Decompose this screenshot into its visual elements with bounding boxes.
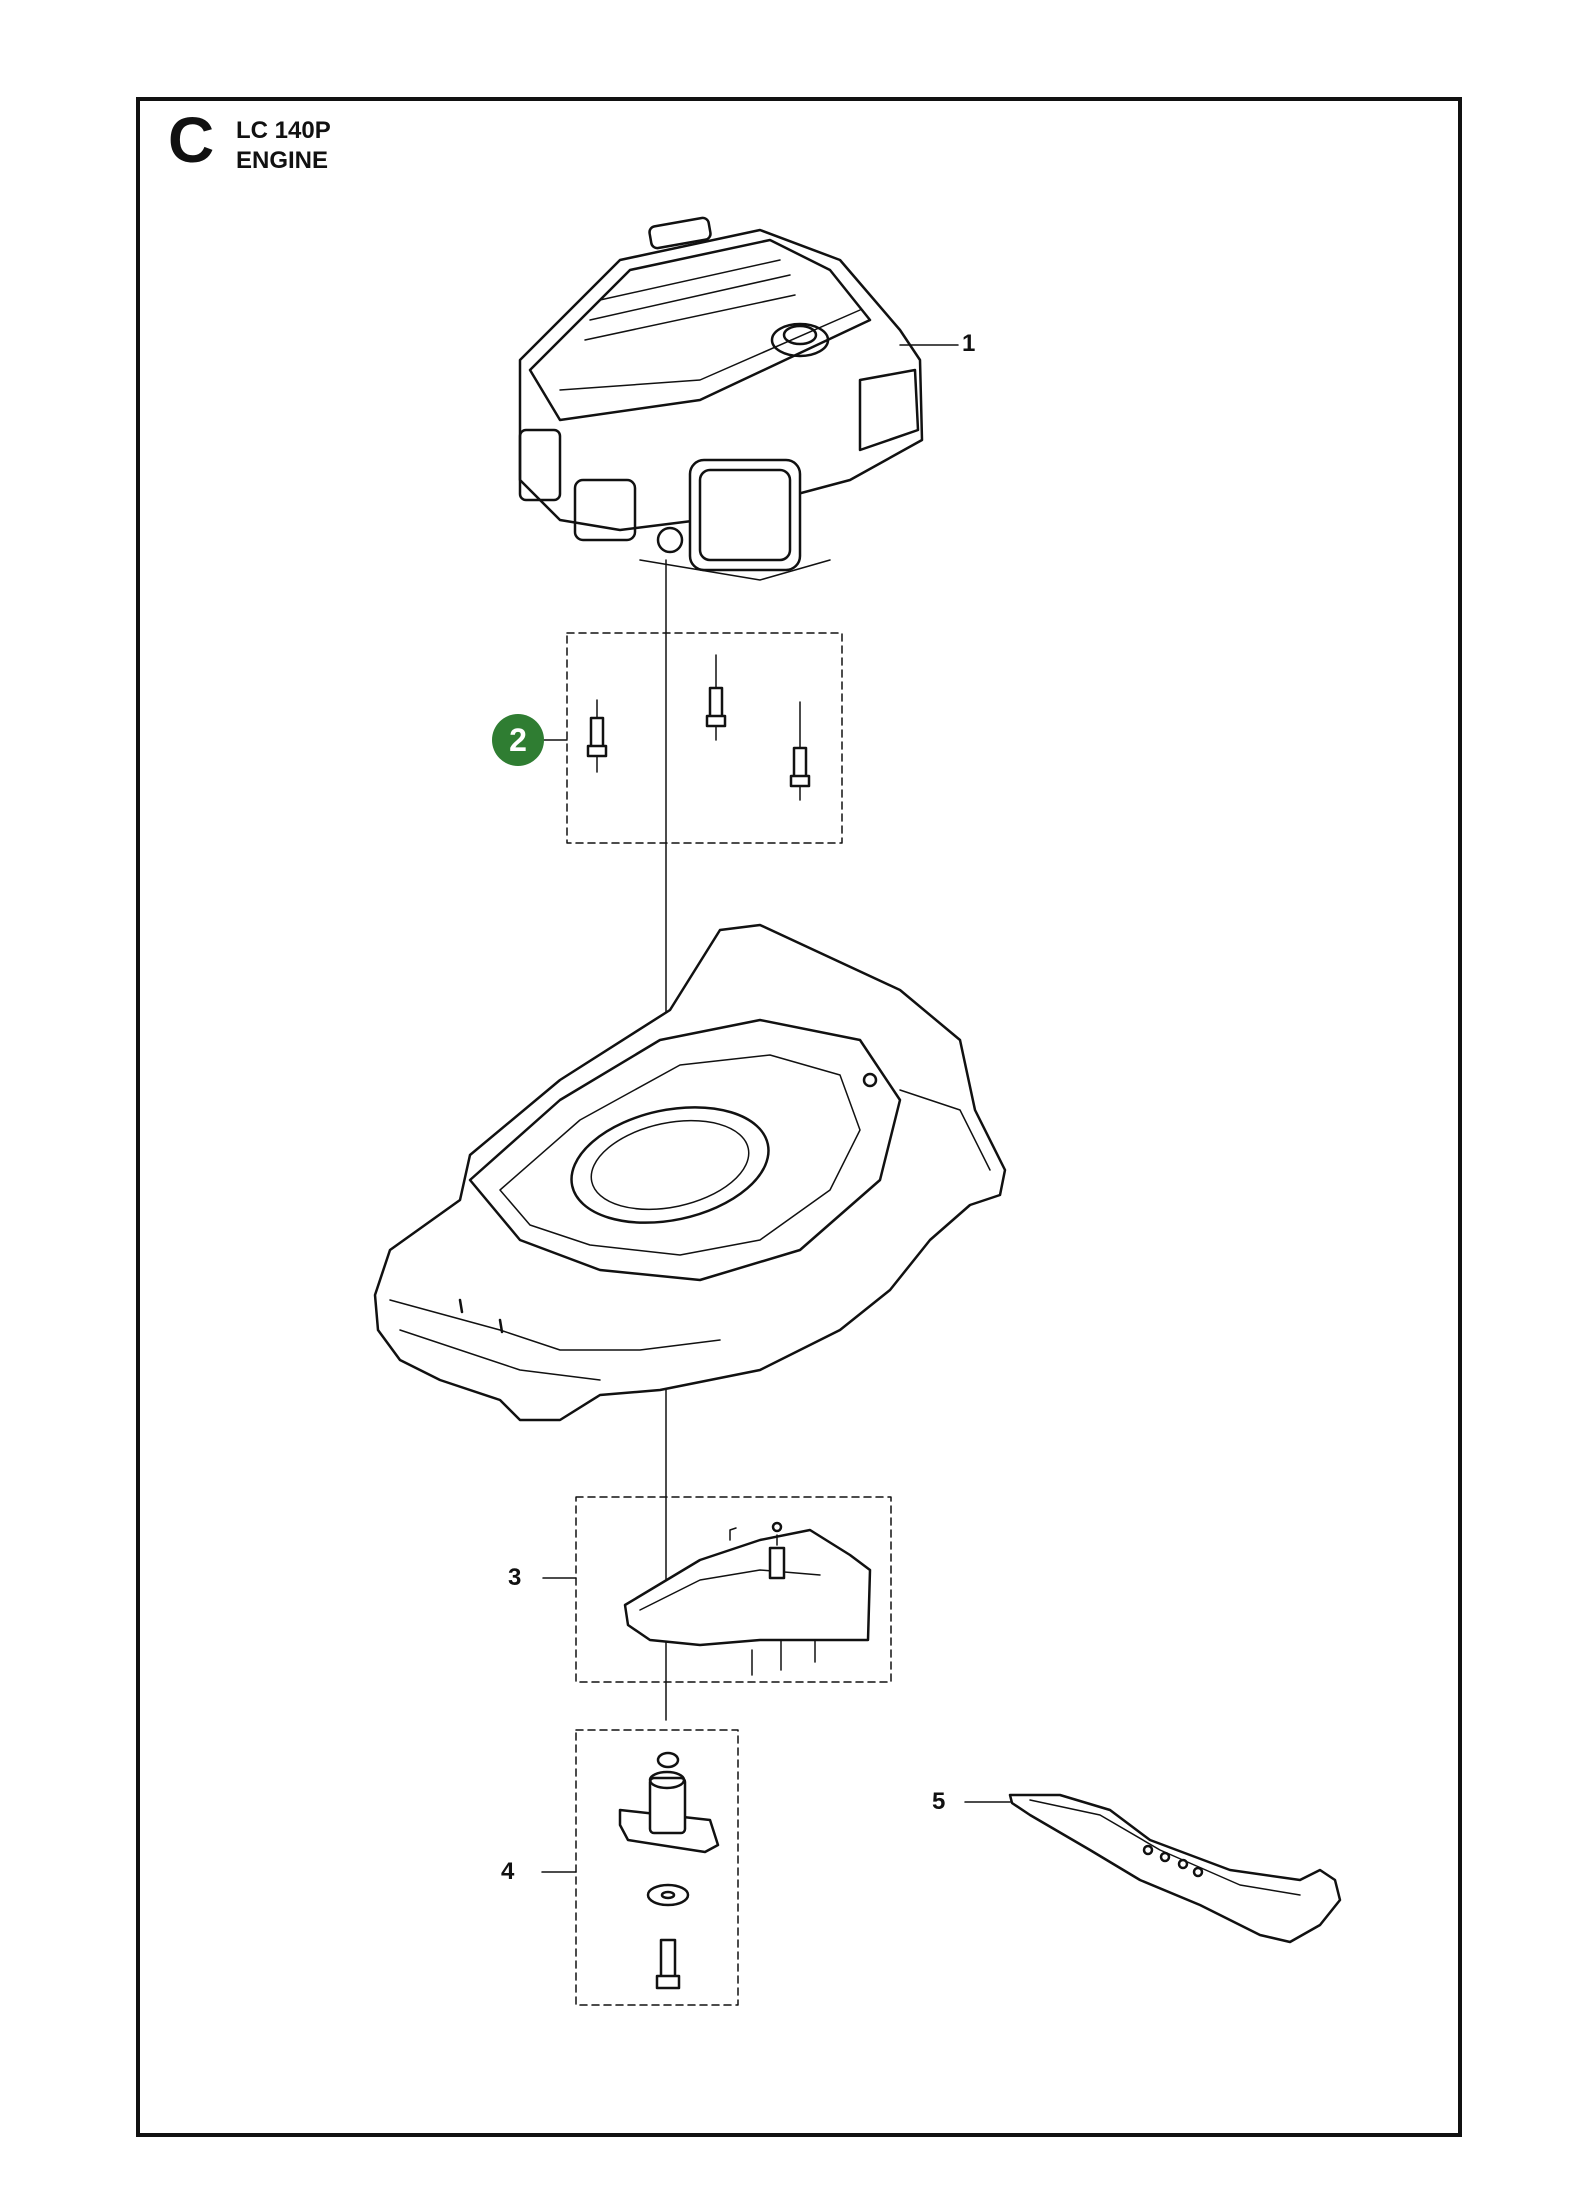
deflector-illustration — [623, 1521, 872, 1676]
engine-illustration — [518, 216, 924, 581]
blade-illustration — [1008, 1793, 1342, 1944]
title-block: LC 140P ENGINE — [236, 116, 331, 176]
deflector-kit-box — [575, 1496, 892, 1683]
callout-badge-2: 2 — [492, 714, 544, 766]
group-name: ENGINE — [236, 147, 329, 174]
bolt-kit-box — [566, 632, 843, 844]
blade-hub-kit-box — [575, 1729, 739, 2006]
diagram-frame — [136, 97, 1462, 2137]
callout-number-3: 3 — [508, 1564, 522, 1591]
callout-number-4: 4 — [501, 1858, 515, 1885]
mower-deck-illustration — [373, 923, 1007, 1422]
bolt-2 — [705, 654, 727, 741]
model-name: LC 140P — [236, 117, 331, 144]
bolt-3 — [789, 701, 811, 801]
callout-number-5: 5 — [932, 1788, 946, 1815]
blade-hub-illustration — [618, 1751, 720, 1990]
callout-number-1: 1 — [962, 330, 976, 357]
bolt-1 — [586, 699, 608, 773]
section-letter: C — [168, 104, 215, 176]
